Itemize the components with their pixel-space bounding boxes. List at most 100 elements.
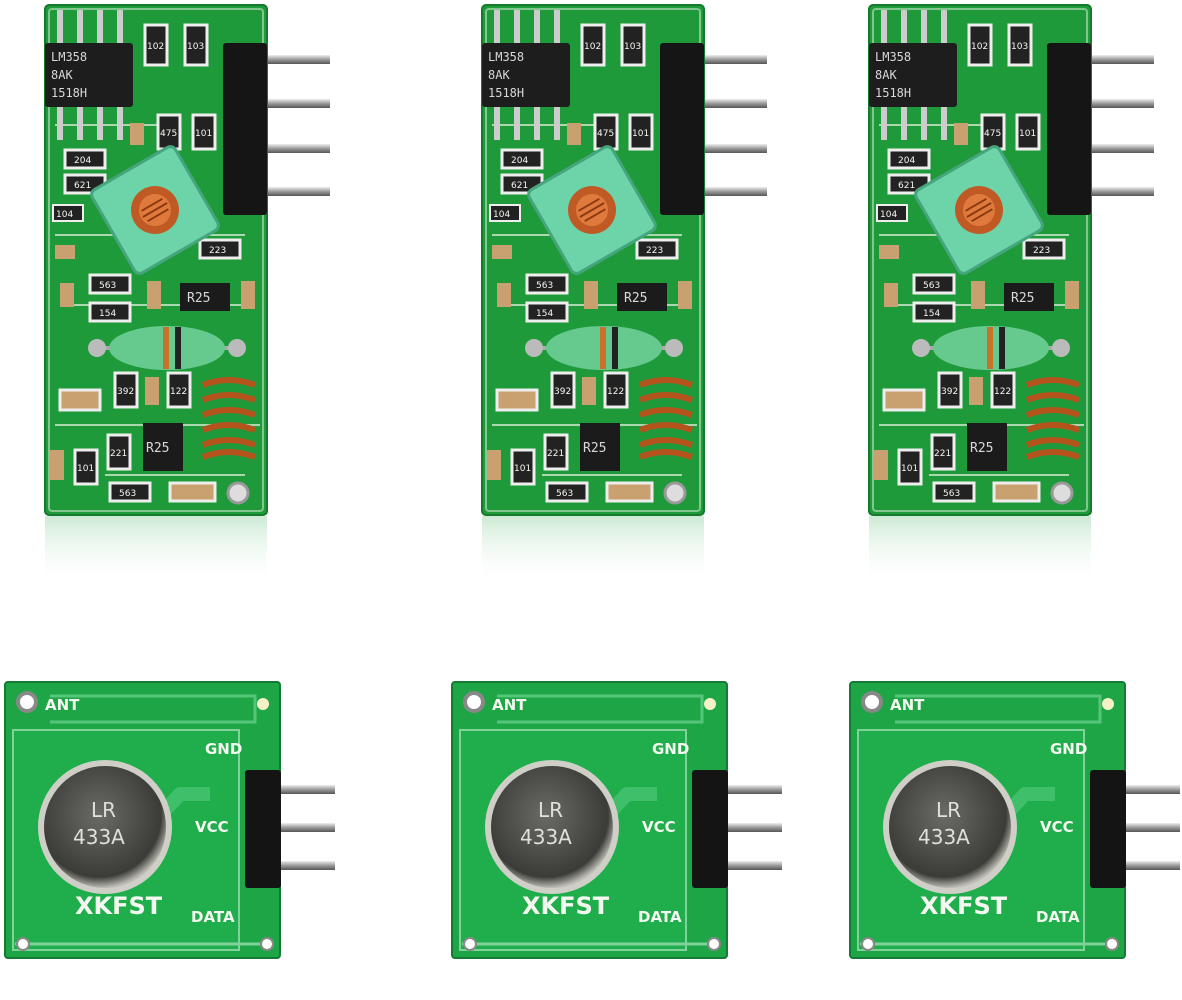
transmitter-module: ANT LR 433A XKFST GND VCC DATA	[4, 681, 335, 959]
component-label: 621	[898, 181, 915, 191]
antenna-hole	[1050, 481, 1074, 505]
lm358-chip: LM358 8AK 1518H	[869, 10, 957, 140]
component-label: 122	[994, 387, 1011, 397]
inductor	[912, 326, 1070, 370]
smd-resistors: 102 103 475 101 204 621 104 223 563 R25 …	[874, 23, 1079, 503]
trimmer-capacitor	[527, 145, 657, 275]
transmitter-module: ANT LR 433A XKFST GND VCC DATA	[849, 681, 1180, 959]
component-label: R25	[1011, 291, 1034, 306]
antenna-coil	[201, 377, 257, 460]
receiver-module: LM358 8AK 1518H 102 103 475 101 204 621 …	[481, 4, 767, 516]
header-pins	[697, 785, 782, 870]
component-label: 563	[119, 489, 136, 499]
ant-hole	[861, 691, 883, 713]
header-housing	[1047, 43, 1091, 215]
pin-label-vcc: VCC	[1040, 818, 1074, 836]
component-label: R25	[583, 441, 606, 456]
component-label: 101	[514, 464, 531, 474]
component-label: 103	[624, 42, 641, 52]
component-label: 204	[74, 156, 91, 166]
component-label: 101	[901, 464, 918, 474]
can-text-line2: 433A	[918, 825, 970, 849]
pin-label-vcc: VCC	[195, 818, 229, 836]
lm358-chip: LM358 8AK 1518H	[482, 10, 570, 140]
header-housing	[692, 770, 728, 888]
component-label: 563	[923, 281, 940, 291]
component-label: R25	[970, 441, 993, 456]
pin-label-gnd: GND	[1050, 740, 1087, 758]
component-label: 392	[554, 387, 571, 397]
component-label: 223	[1033, 246, 1050, 256]
component-label: 102	[584, 42, 601, 52]
saw-resonator-can: LR 433A	[883, 760, 1017, 894]
component-label: 102	[147, 42, 164, 52]
header-pins	[1095, 785, 1180, 870]
component-label: 101	[1019, 129, 1036, 139]
antenna-coil	[638, 377, 694, 460]
chip-text-line2: 8AK	[875, 68, 897, 82]
pin-label-gnd: GND	[205, 740, 242, 758]
chip-text-line1: LM358	[875, 50, 911, 64]
component-label: 223	[209, 246, 226, 256]
component-label: 104	[880, 210, 897, 220]
smd-resistors: 102 103 475 101 204 621 104 223 563 R25 …	[487, 23, 692, 503]
component-label: 223	[646, 246, 663, 256]
component-label: 563	[943, 489, 960, 499]
component-label: 154	[536, 309, 553, 319]
antenna-coil	[1025, 377, 1081, 460]
component-label: 122	[170, 387, 187, 397]
smd-resistors: 102 103 475 101 204 621 104 223 563 R25 …	[50, 23, 255, 503]
chip-text-line3: 1518H	[875, 86, 911, 100]
component-label: 154	[99, 309, 116, 319]
antenna-hole	[226, 481, 250, 505]
chip-text-line1: LM358	[488, 50, 524, 64]
pin-label-ant: ANT	[890, 696, 925, 714]
component-label: 154	[923, 309, 940, 319]
component-label: 104	[56, 210, 73, 220]
component-label: 475	[984, 129, 1001, 139]
pin-label-vcc: VCC	[642, 818, 676, 836]
inductor	[88, 326, 246, 370]
can-text-line1: LR	[936, 798, 961, 822]
header-pins	[250, 785, 335, 870]
component-label: R25	[187, 291, 210, 306]
brand-label: XKFST	[75, 892, 163, 920]
component-label: 475	[597, 129, 614, 139]
component-label: 621	[74, 181, 91, 191]
header-housing	[223, 43, 267, 215]
component-label: 103	[1011, 42, 1028, 52]
component-label: 204	[898, 156, 915, 166]
chip-text-line2: 8AK	[51, 68, 73, 82]
lm358-chip: LM358 8AK 1518H	[45, 10, 133, 140]
inductor	[525, 326, 683, 370]
pin-label-ant: ANT	[492, 696, 527, 714]
receiver-module: LM358 8AK 1518H 102 103 475 101 204 621 …	[44, 4, 330, 516]
component-label: 563	[536, 281, 553, 291]
antenna-hole	[663, 481, 687, 505]
component-label: 104	[493, 210, 510, 220]
component-label: 101	[632, 129, 649, 139]
component-label: 221	[547, 449, 564, 459]
reflection	[482, 516, 704, 586]
header-housing	[660, 43, 704, 215]
trimmer-capacitor	[90, 145, 220, 275]
brand-label: XKFST	[522, 892, 610, 920]
saw-resonator-can: LR 433A	[485, 760, 619, 894]
component-label: 103	[187, 42, 204, 52]
transmitter-module: ANT LR 433A XKFST GND VCC DATA	[451, 681, 782, 959]
header-pins	[1059, 55, 1154, 196]
header-housing	[1090, 770, 1126, 888]
header-pins	[672, 55, 767, 196]
can-text-line2: 433A	[73, 825, 125, 849]
pin-label-data: DATA	[1036, 908, 1080, 926]
pin-label-ant: ANT	[45, 696, 80, 714]
pin-label-gnd: GND	[652, 740, 689, 758]
chip-text-line2: 8AK	[488, 68, 510, 82]
component-label: R25	[624, 291, 647, 306]
ant-hole	[463, 691, 485, 713]
component-label: 221	[110, 449, 127, 459]
component-label: 102	[971, 42, 988, 52]
component-label: 392	[117, 387, 134, 397]
chip-text-line3: 1518H	[488, 86, 524, 100]
